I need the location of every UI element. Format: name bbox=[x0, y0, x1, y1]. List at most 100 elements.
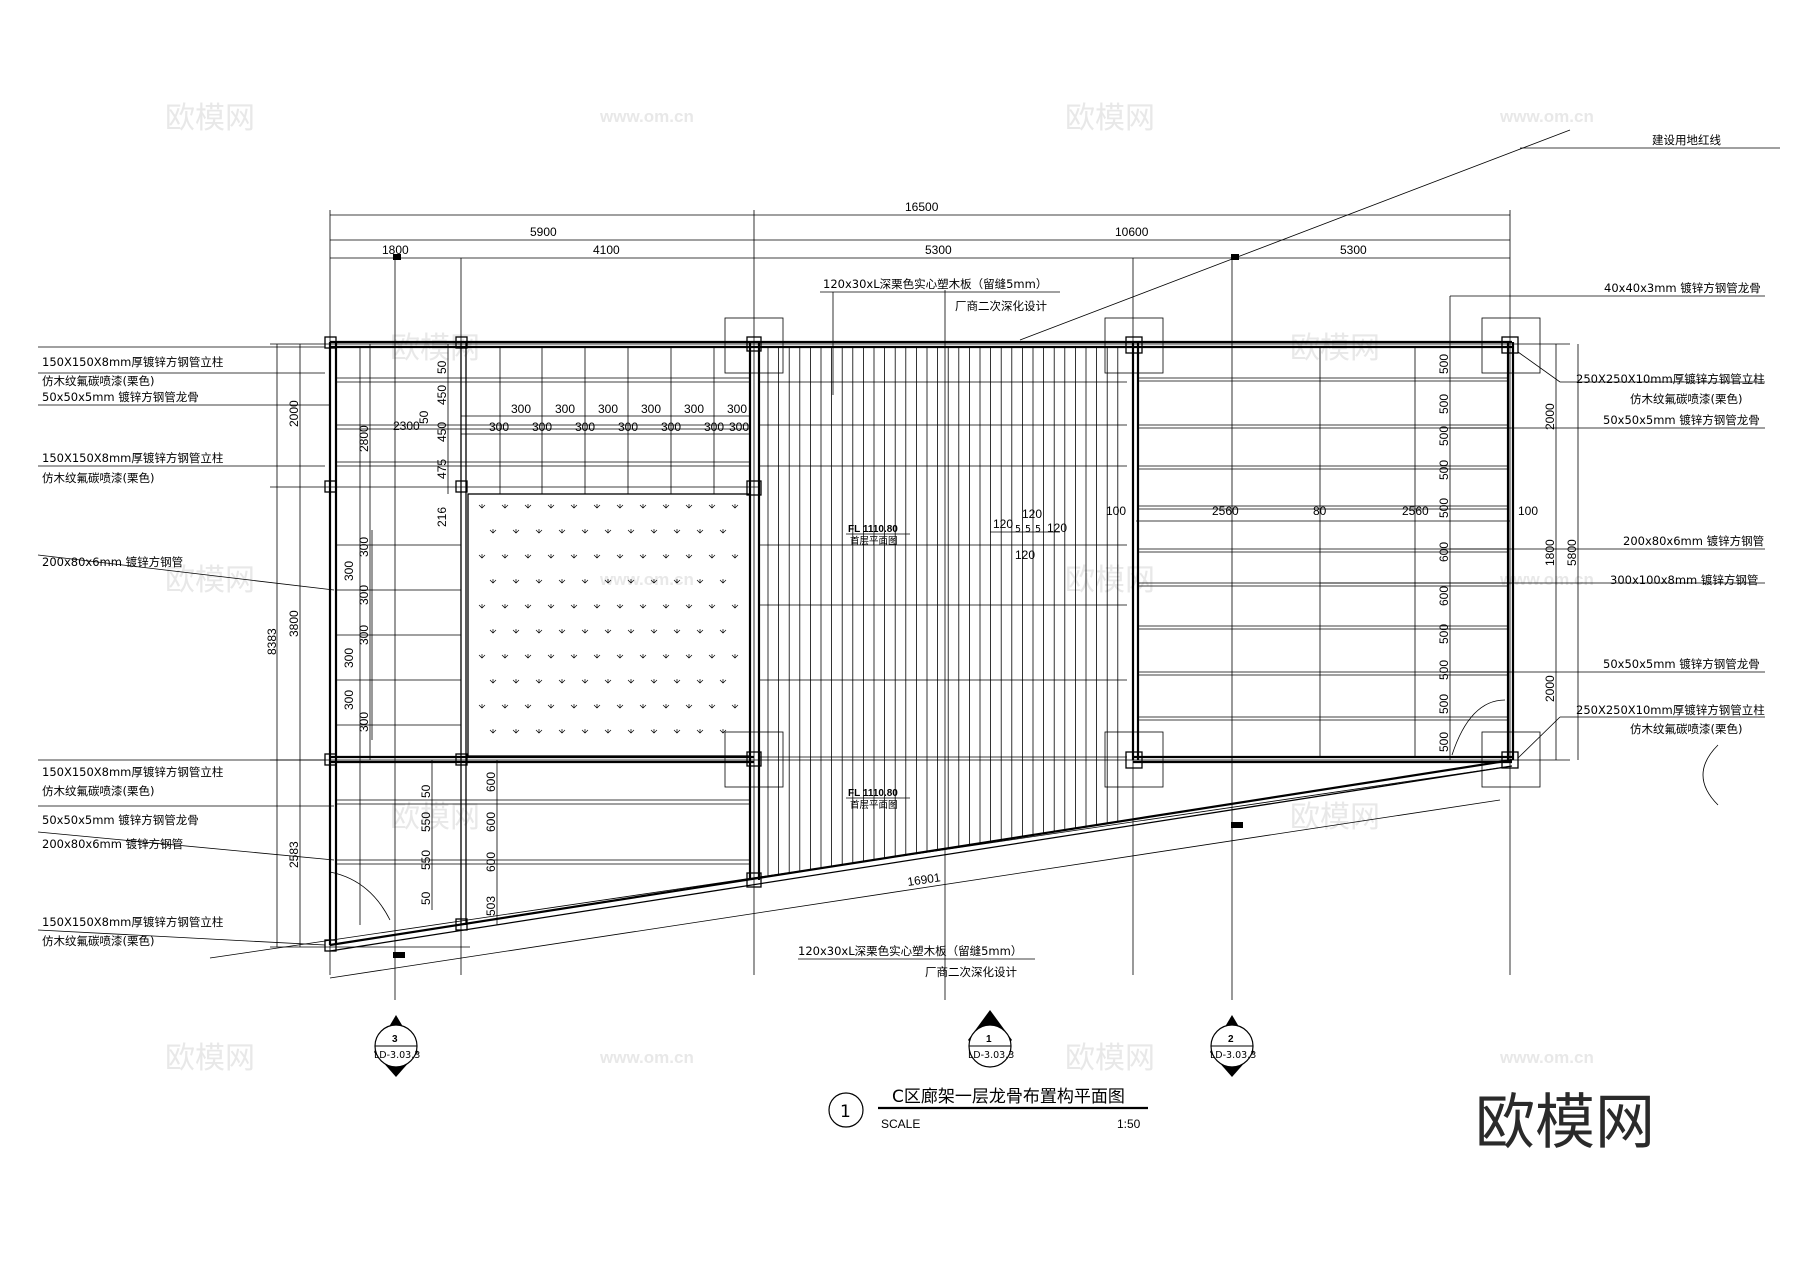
deck-note: 厂商二次深化设计 bbox=[955, 299, 1047, 313]
column-footing bbox=[1104, 731, 1164, 788]
watermark-url: www.om.cn bbox=[1499, 107, 1594, 126]
column-post bbox=[746, 872, 762, 888]
level-tag-sub: 首层平面图 bbox=[850, 799, 898, 811]
plant-tuft bbox=[570, 654, 578, 659]
note-finish: 仿木纹氟碳喷漆(栗色) bbox=[42, 784, 154, 798]
dim-300: 300 bbox=[532, 420, 552, 434]
dim-300: 300 bbox=[555, 402, 575, 416]
plant-tuft bbox=[731, 554, 739, 559]
plant-tuft bbox=[501, 654, 509, 659]
plant-tuft bbox=[604, 679, 612, 684]
dim-right-h: 2560 bbox=[1402, 504, 1429, 518]
dim-side: 1800 bbox=[1543, 539, 1557, 566]
dim-detail: 5 bbox=[1025, 524, 1031, 535]
left-bay-joists bbox=[336, 347, 750, 925]
dim-300: 300 bbox=[618, 420, 638, 434]
dim-side: 2000 bbox=[1543, 403, 1557, 430]
dim-4100: 4100 bbox=[593, 243, 620, 257]
dim-300: 300 bbox=[357, 537, 371, 557]
plant-tuft bbox=[639, 554, 647, 559]
plant-tuft bbox=[489, 729, 497, 734]
plant-tuft bbox=[616, 504, 624, 509]
dim-detail: 120 bbox=[1022, 507, 1042, 521]
plant-tuft bbox=[593, 604, 601, 609]
plant-tuft bbox=[627, 579, 635, 584]
section-ref: LD-3.03.3 bbox=[374, 1050, 420, 1061]
dim-right-h: 80 bbox=[1313, 504, 1327, 518]
plant-tuft bbox=[696, 729, 704, 734]
plant-tuft bbox=[535, 529, 543, 534]
column-footing bbox=[724, 317, 784, 374]
plant-tuft bbox=[708, 504, 716, 509]
brand-logo: 欧模网 bbox=[1475, 1088, 1655, 1158]
sloped-edge bbox=[329, 765, 1513, 952]
note-tube: 200x80x6mm 镀锌方钢管 bbox=[1623, 534, 1764, 548]
dim-300: 300 bbox=[727, 402, 747, 416]
planting-bed bbox=[467, 493, 751, 757]
axis-tick bbox=[393, 952, 405, 958]
plant-tuft bbox=[731, 604, 739, 609]
plant-tuft bbox=[719, 579, 727, 584]
watermark-url: www.om.cn bbox=[599, 107, 694, 126]
plant-tuft bbox=[501, 554, 509, 559]
plant-tuft bbox=[616, 554, 624, 559]
plant-tuft bbox=[731, 704, 739, 709]
column-arc bbox=[1451, 699, 1506, 756]
column-post bbox=[455, 918, 468, 931]
center-detail-dims: 120 120 5 5 5 120 120 bbox=[990, 507, 1067, 562]
plant-tuft bbox=[581, 529, 589, 534]
watermarks: 欧模网 www.om.cn 欧模网 www.om.cn 欧模网 欧模网 欧模网 … bbox=[165, 101, 1594, 1076]
plant-tuft bbox=[547, 554, 555, 559]
plant-tuft bbox=[524, 604, 532, 609]
plant-tuft bbox=[685, 554, 693, 559]
plant-tuft bbox=[547, 504, 555, 509]
dim-lower: 550 bbox=[419, 850, 433, 870]
section-marker-3: 3 LD-3.03.3 bbox=[374, 1015, 420, 1077]
plant-tuft bbox=[604, 529, 612, 534]
plant-tuft bbox=[524, 654, 532, 659]
plant-tuft bbox=[685, 704, 693, 709]
dim-small: 50 bbox=[435, 360, 449, 374]
dim-5300-b: 5300 bbox=[1340, 243, 1367, 257]
plant-tuft bbox=[535, 629, 543, 634]
structure-frame: 16901 bbox=[209, 340, 1515, 979]
plant-tuft bbox=[662, 554, 670, 559]
plant-tuft bbox=[685, 654, 693, 659]
watermark-url: www.om.cn bbox=[599, 570, 694, 589]
plant-tuft bbox=[478, 504, 486, 509]
plant-tuft bbox=[547, 604, 555, 609]
column-post bbox=[1501, 336, 1519, 354]
dim-right-v: 500 bbox=[1437, 426, 1451, 446]
title-block: 1 C区廊架一层龙骨布置构平面图 SCALE 1:50 bbox=[828, 1087, 1148, 1131]
plant-tuft bbox=[478, 604, 486, 609]
plant-tuft bbox=[489, 579, 497, 584]
section-ref: LD-3.03.3 bbox=[1210, 1050, 1256, 1061]
plant-tuft bbox=[673, 529, 681, 534]
plant-tuft bbox=[639, 704, 647, 709]
dim-right-v: 600 bbox=[1437, 586, 1451, 606]
plant-tuft bbox=[570, 554, 578, 559]
column-post bbox=[324, 336, 337, 349]
plant-tuft bbox=[696, 629, 704, 634]
column-arc bbox=[329, 871, 391, 921]
plant-tuft bbox=[558, 629, 566, 634]
scale-value: 1:50 bbox=[1117, 1117, 1141, 1131]
section-markers: 3 LD-3.03.3 1 LD-3.03.3 2 LD-3.03.3 bbox=[374, 1010, 1256, 1077]
plant-tuft bbox=[673, 629, 681, 634]
note-finish: 仿木纹氟碳喷漆(栗色) bbox=[1630, 392, 1742, 406]
section-marker-2: 2 LD-3.03.3 bbox=[1210, 1015, 1256, 1077]
section-marker-1: 1 LD-3.03.3 bbox=[968, 1010, 1014, 1068]
plant-tuft bbox=[593, 504, 601, 509]
plant-tuft bbox=[535, 679, 543, 684]
plant-tuft bbox=[708, 554, 716, 559]
dim-lower: 600 bbox=[484, 852, 498, 872]
note-joist: 50x50x5mm 镀锌方钢管龙骨 bbox=[1603, 657, 1760, 671]
plant-tuft bbox=[593, 554, 601, 559]
plant-tuft bbox=[673, 579, 681, 584]
dim-right-v: 500 bbox=[1437, 660, 1451, 680]
watermark-logo: 欧模网 bbox=[165, 1041, 255, 1076]
note-tube: 200x80x6mm 镀锌方钢管 bbox=[42, 837, 183, 851]
plant-tuft bbox=[662, 704, 670, 709]
plant-tuft bbox=[639, 504, 647, 509]
dim-small: 450 bbox=[435, 422, 449, 442]
